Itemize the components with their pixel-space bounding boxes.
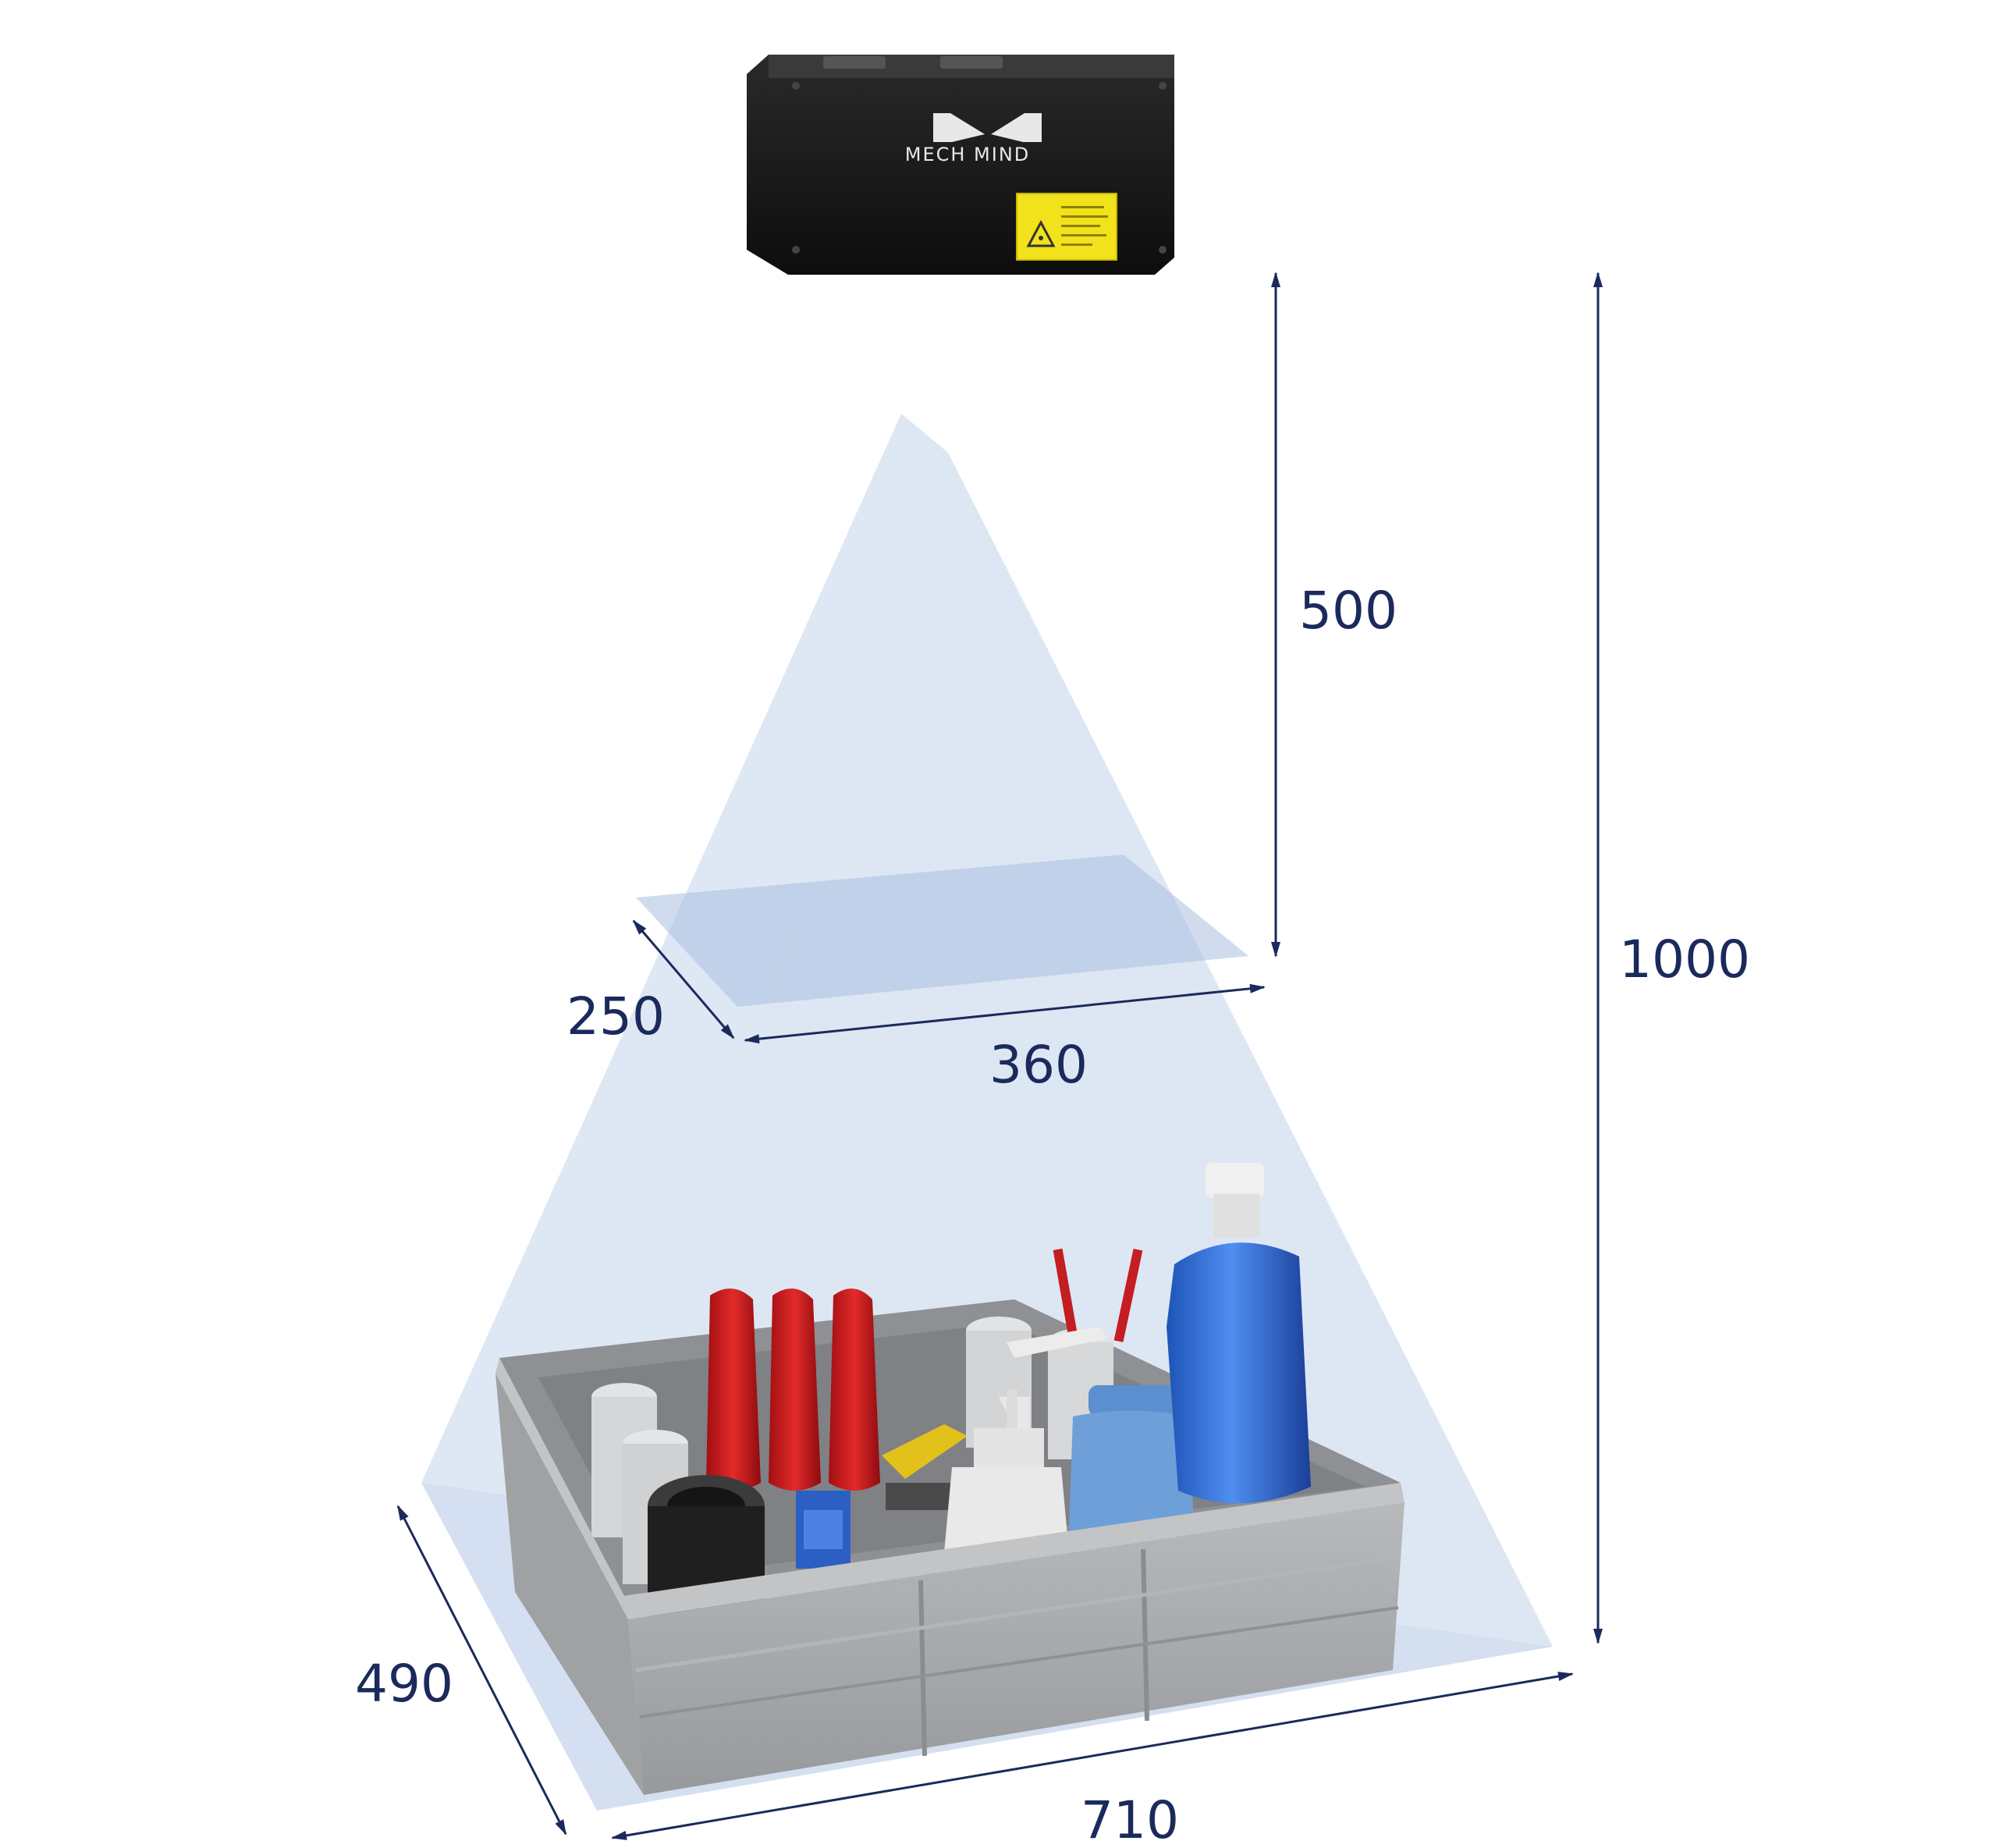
far-width-label: 710 — [1081, 1790, 1179, 1848]
near-depth-line — [632, 919, 735, 1040]
dimension-lines — [396, 272, 1603, 1840]
far-depth-label: 490 — [355, 1654, 453, 1714]
far-depth-line — [396, 1505, 567, 1836]
brand-name: MECH MIND — [905, 144, 1031, 165]
far-distance-label: 1000 — [1619, 929, 1750, 990]
near-depth-label: 250 — [566, 986, 665, 1047]
near-plane — [636, 855, 1248, 1007]
far-width-line — [611, 1672, 1574, 1840]
dimension-labels: 500 1000 250 360 490 710 — [355, 581, 1750, 1848]
mech-mind-logo-icon: MECH MIND — [905, 113, 1042, 165]
laser-warning-label — [1016, 193, 1117, 261]
camera-device: MECH MIND — [747, 55, 1174, 275]
laser-hazard-icon — [1026, 219, 1056, 247]
near-width-line — [744, 983, 1266, 1044]
near-distance-label: 500 — [1299, 581, 1397, 641]
near-width-label: 360 — [989, 1035, 1088, 1095]
